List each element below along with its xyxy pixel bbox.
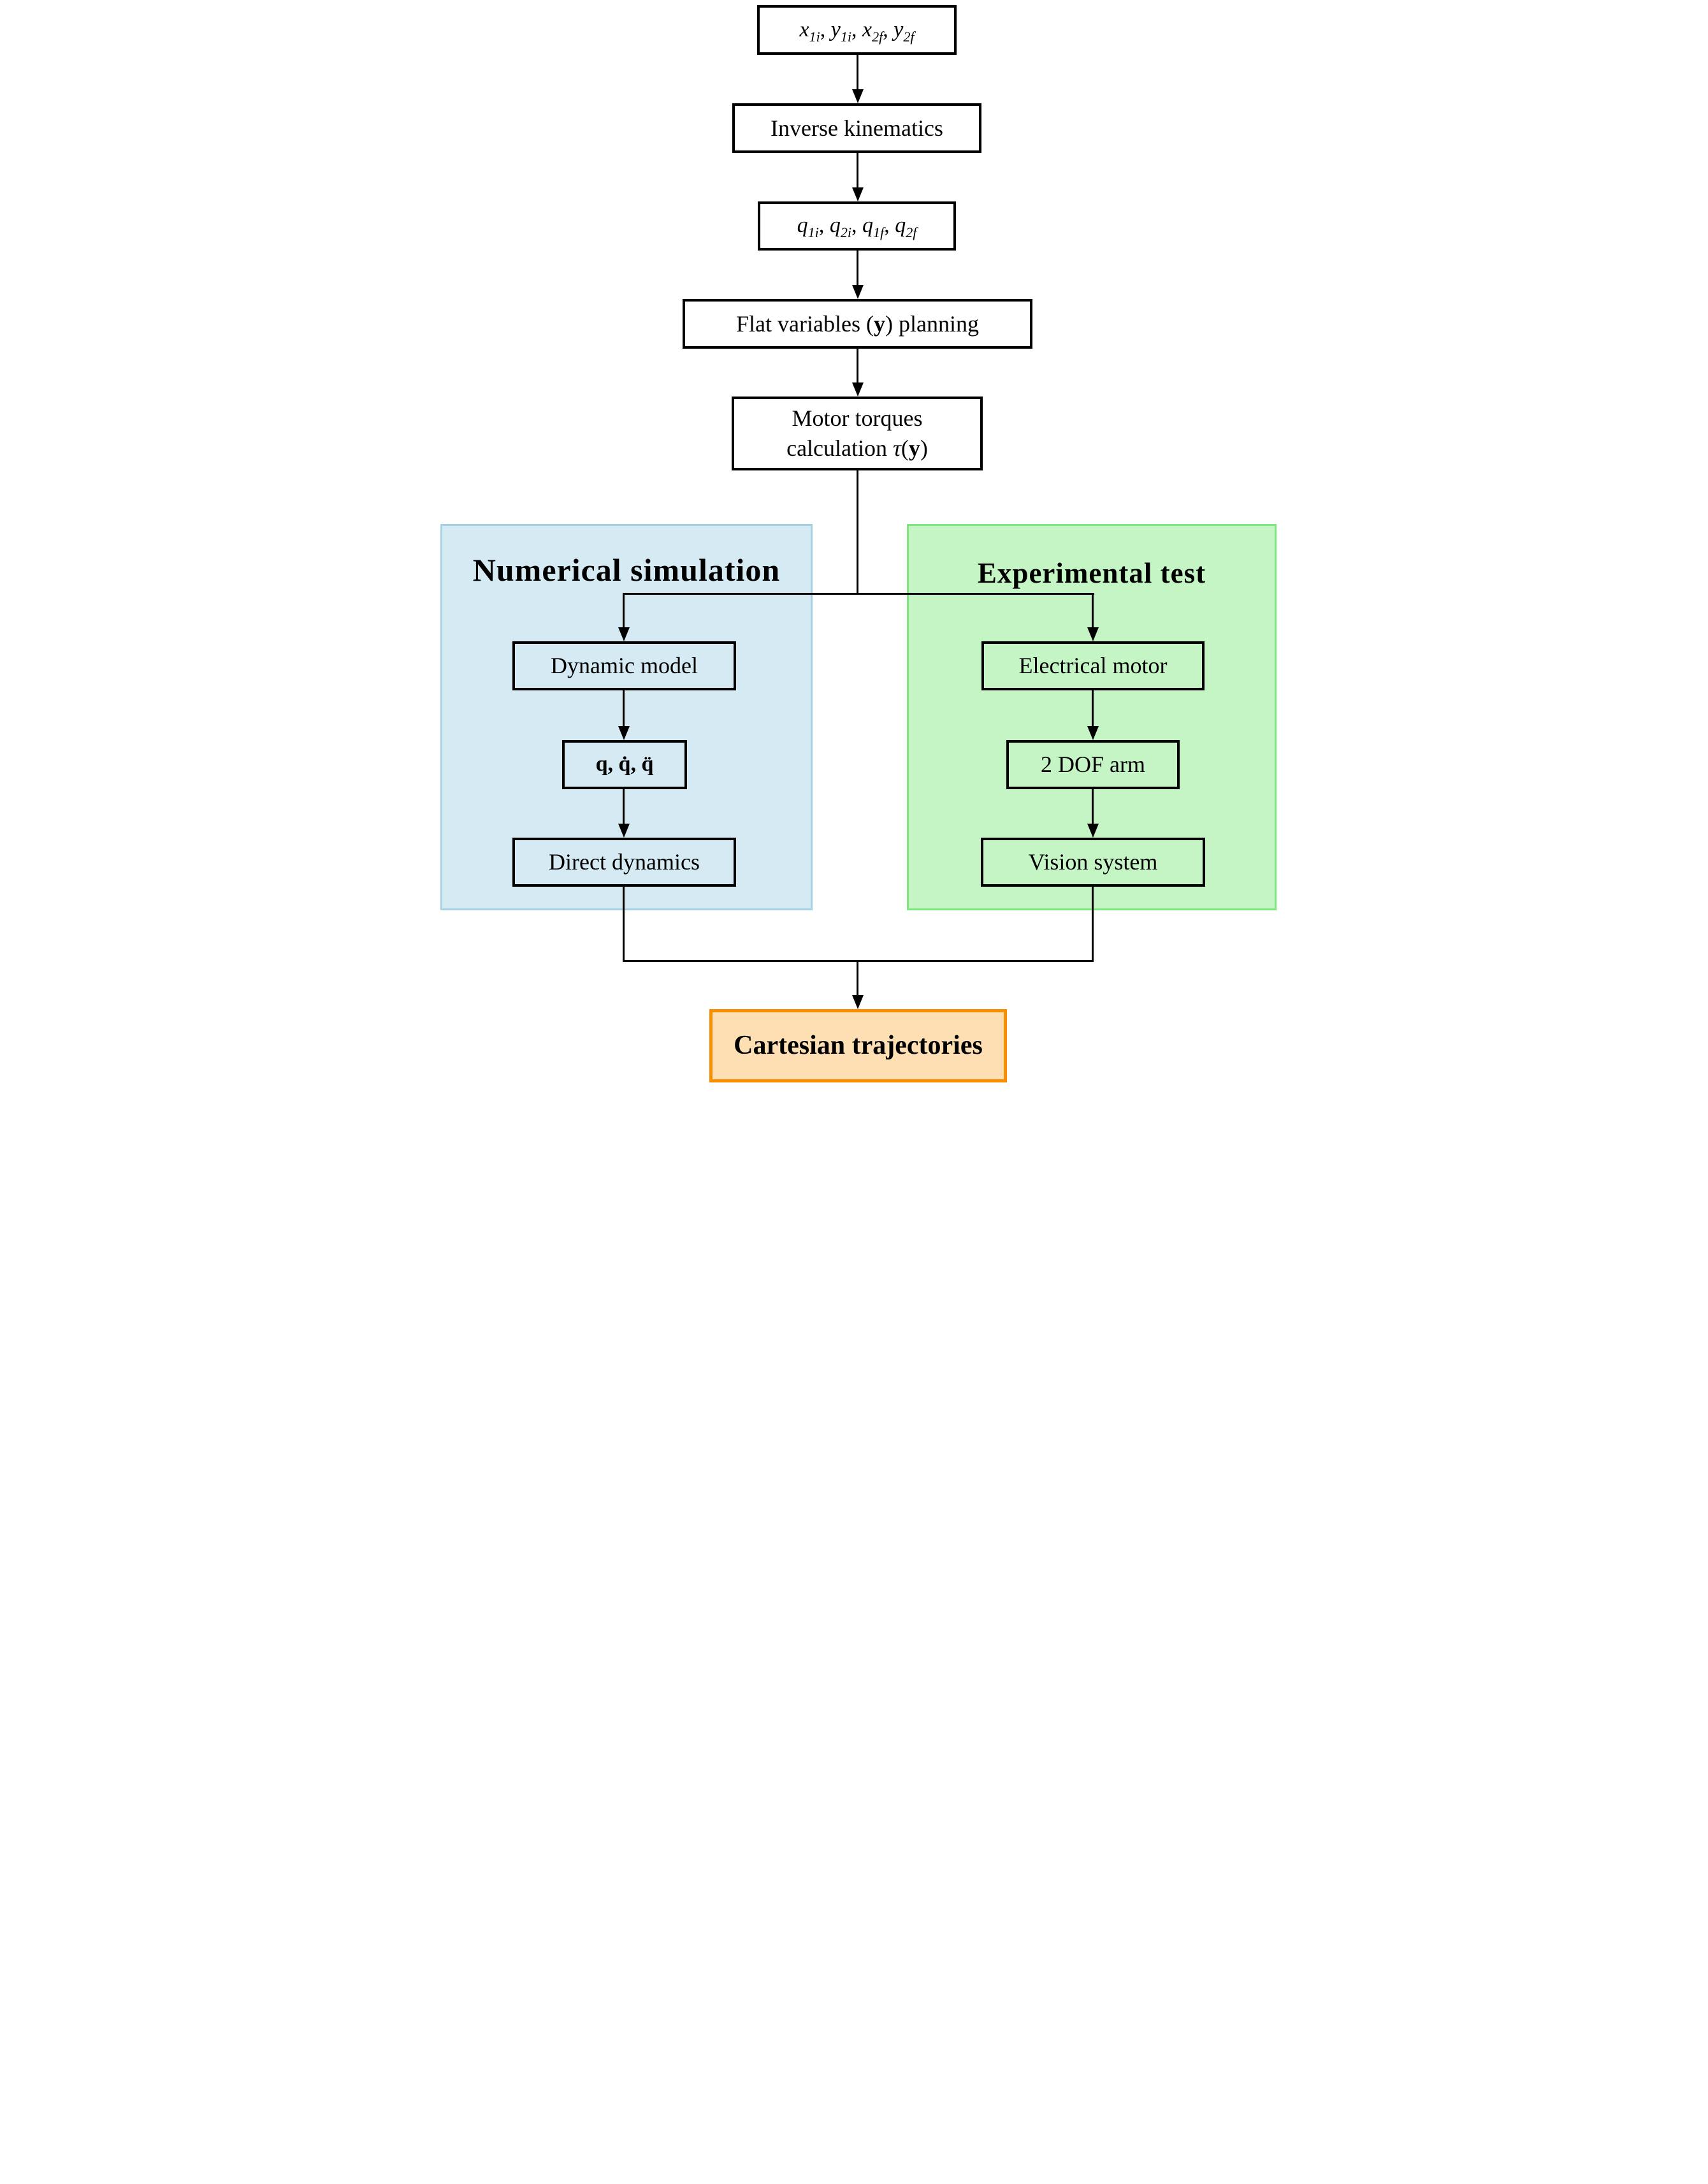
node-label: Cartesian trajectories [734, 1031, 983, 1061]
math-label: q1i, q2i, q1f, q2f [797, 214, 917, 241]
arrowhead-arm-to-vision [1087, 824, 1099, 838]
connector-split-horizontal [623, 593, 1094, 595]
connector-direct-dynamics-to-merge [623, 887, 625, 962]
arrowhead-electrical-motor-to-arm [1087, 726, 1099, 740]
connector-arm-to-vision [1092, 789, 1094, 826]
node-inverse-kinematics: Inverse kinematics [732, 103, 981, 153]
arrowhead-merge-to-output [852, 995, 864, 1009]
arrowhead-joint-to-flat [852, 285, 864, 299]
node-2-dof-arm: 2 DOF arm [1006, 740, 1180, 789]
node-electrical-motor: Electrical motor [981, 641, 1205, 690]
arrowhead-ik-to-joint [852, 187, 864, 201]
node-label: Electrical motor [1018, 653, 1168, 679]
node-label: Motor torques calculation τ(y) [786, 405, 928, 461]
node-direct-dynamics: Direct dynamics [512, 838, 736, 887]
connector-joint-to-flat [857, 251, 858, 288]
connector-flat-to-torque [857, 349, 858, 385]
node-initial-final-joint-coordinates: q1i, q2i, q1f, q2f [758, 201, 956, 251]
arrowhead-dynamic-model-to-state [618, 726, 630, 740]
numerical-simulation-panel: Numerical simulation [440, 524, 813, 910]
arrowhead-flat-to-torque [852, 382, 864, 397]
node-initial-final-cartesian-coordinates: x1i, y1i, x2f, y2f [757, 5, 957, 55]
connector-electrical-motor-to-arm [1092, 690, 1094, 729]
math-label: x1i, y1i, x2f, y2f [799, 17, 915, 45]
connector-input-to-ik [857, 55, 858, 92]
arrowhead-split-to-electrical-motor [1087, 627, 1099, 641]
connector-torque-to-split [857, 470, 858, 595]
node-cartesian-trajectories: Cartesian trajectories [709, 1009, 1007, 1082]
node-label: Dynamic model [551, 653, 698, 679]
connector-split-to-electrical-motor [1092, 593, 1094, 630]
node-label: Inverse kinematics [771, 115, 943, 141]
connector-state-to-direct-dynamics [623, 789, 625, 826]
math-label: q, q̇, q̈ [595, 752, 654, 776]
arrowhead-input-to-ik [852, 89, 864, 103]
node-dynamic-model: Dynamic model [512, 641, 736, 690]
node-label: Vision system [1028, 849, 1158, 875]
connector-merge-horizontal [623, 960, 1094, 962]
node-vision-system: Vision system [981, 838, 1205, 887]
connector-ik-to-joint [857, 153, 858, 190]
node-joint-state-q-qdot-qddot: q, q̇, q̈ [562, 740, 687, 789]
connector-merge-to-output [857, 962, 858, 996]
node-label: Flat variables (y) planning [736, 310, 979, 337]
numerical-simulation-title: Numerical simulation [472, 552, 781, 588]
arrowhead-split-to-dynamic-model [618, 627, 630, 641]
experimental-test-title: Experimental test [977, 557, 1206, 589]
node-label: 2 DOF arm [1041, 752, 1145, 778]
connector-vision-to-merge [1092, 887, 1094, 962]
connector-dynamic-model-to-state [623, 690, 625, 729]
node-motor-torques-calculation: Motor torques calculation τ(y) [732, 397, 983, 470]
node-label: Direct dynamics [549, 849, 700, 875]
connector-split-to-dynamic-model [623, 593, 625, 630]
node-flat-variables-planning: Flat variables (y) planning [683, 299, 1032, 349]
flowchart-canvas: Numerical simulation Experimental test x… [427, 0, 1281, 1092]
arrowhead-state-to-direct-dynamics [618, 824, 630, 838]
